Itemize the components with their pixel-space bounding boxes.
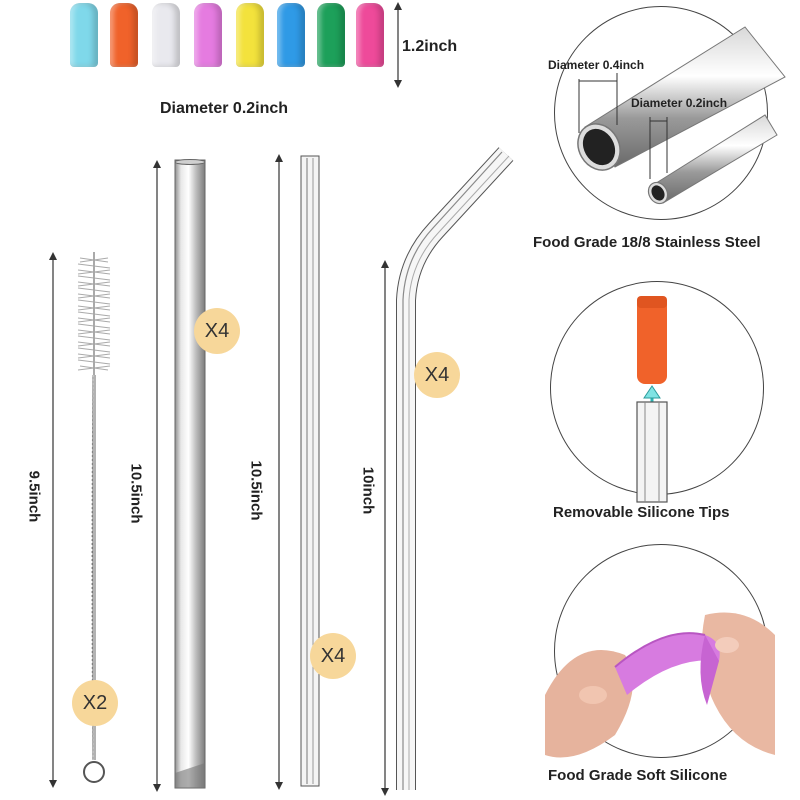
silicone-tip-8 [356, 3, 384, 67]
brush-quantity-badge: X2 [72, 680, 118, 726]
wide-straw-quantity-badge: X4 [194, 308, 240, 354]
steel-diameter-small-label: Diameter 0.2inch [631, 96, 728, 110]
thin-straw-length-label: 10.5inch [247, 460, 265, 521]
soft-silicone-callout [545, 544, 775, 758]
bent-straw-quantity-badge: X4 [414, 352, 460, 398]
soft-silicone-caption: Food Grade Soft Silicone [548, 767, 728, 784]
silicone-tip-2 [110, 3, 138, 67]
thin-straw [300, 155, 320, 787]
brush-length-label: 9.5inch [25, 470, 43, 523]
thin-straw-quantity-badge: X4 [310, 633, 356, 679]
tip-height-arrow [394, 2, 402, 88]
wide-straw-length-arrow [153, 160, 161, 792]
bent-straw-length-label: 10inch [359, 466, 377, 515]
wide-straw-length-label: 10.5inch [127, 463, 145, 524]
tip-on-straw-illustration [636, 296, 668, 503]
silicone-tip-7 [317, 3, 345, 67]
silicone-tip-5 [236, 3, 264, 67]
cleaning-brush [77, 252, 111, 783]
tip-diameter-label: Diameter 0.2inch [160, 100, 289, 117]
squeezed-tip-illustration [545, 612, 775, 758]
silicone-tip-1 [70, 3, 98, 67]
brush-length-arrow [49, 252, 57, 788]
thin-straw-length-arrow [275, 154, 283, 790]
silicone-tip-6 [277, 3, 305, 67]
silicone-tips-row [70, 0, 390, 75]
stainless-steel-callout: Diameter 0.4inch Diameter 0.2inch [548, 6, 786, 220]
steel-straw-ends [577, 26, 786, 205]
silicone-tips-callout [550, 281, 764, 503]
wide-straw [174, 159, 206, 789]
stainless-steel-caption: Food Grade 18/8 Stainless Steel [533, 234, 761, 251]
bent-straw [396, 147, 514, 790]
steel-diameter-large-label: Diameter 0.4inch [548, 58, 645, 72]
silicone-tip-3 [152, 3, 180, 67]
silicone-tip-4 [194, 3, 222, 67]
bent-straw-length-arrow [381, 260, 389, 796]
tip-height-label: 1.2inch [402, 38, 458, 55]
silicone-tips-caption: Removable Silicone Tips [553, 504, 730, 521]
